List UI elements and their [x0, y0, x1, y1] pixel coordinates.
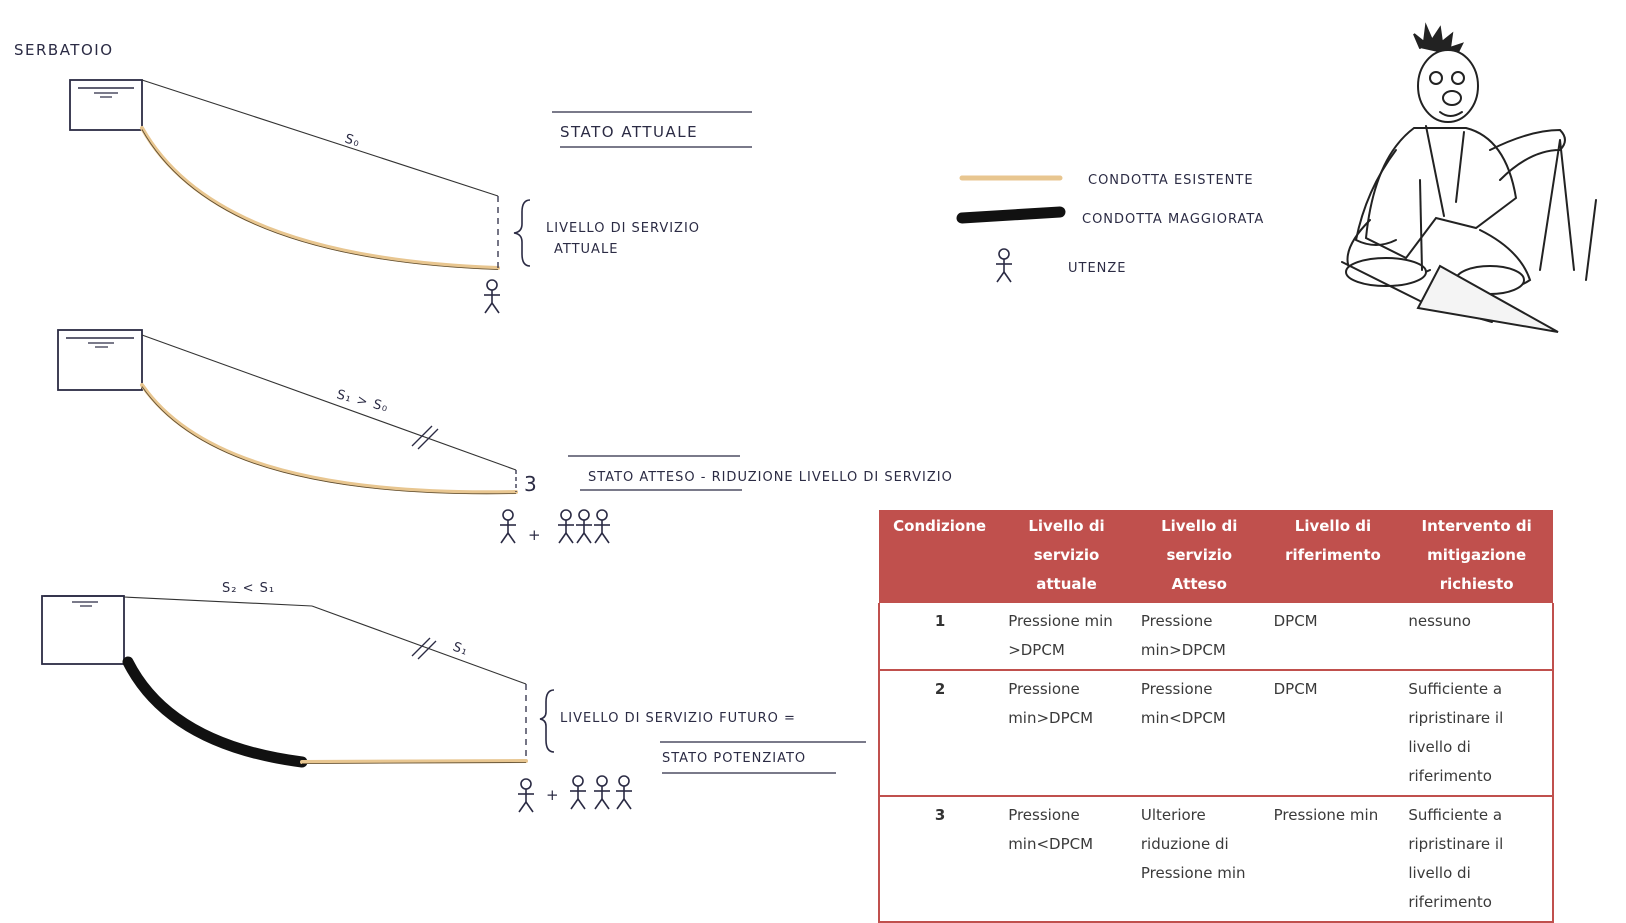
user-icon: [499, 509, 517, 544]
reservoir-tank: [69, 79, 143, 131]
user-icon: [575, 509, 593, 544]
table-row: 2 Pressione min>DPCM Pressione min<DPCM …: [877, 670, 1554, 797]
state-current-title: STATO ATTUALE: [560, 123, 698, 141]
upgraded-pipe: [122, 656, 308, 768]
user-icon: [593, 775, 611, 810]
user-icon: [995, 248, 1013, 283]
existing-pipe: [140, 383, 518, 495]
cell-condizione: 3: [877, 796, 1001, 923]
cell-condizione: 2: [877, 670, 1001, 797]
user-icon: [569, 775, 587, 810]
existing-pipe: [140, 126, 500, 270]
users-plus: +: [528, 526, 542, 544]
cell-livello-atteso: Pressione min>DPCM: [1132, 603, 1266, 671]
cell-intervento: Sufficiente a ripristinare il livello di…: [1400, 670, 1554, 797]
piezometric-line: [141, 79, 499, 197]
cell-intervento: nessuno: [1400, 603, 1554, 671]
brace: [513, 199, 531, 267]
state-expected-title: STATO ATTESO - RIDUZIONE LIVELLO DI SERV…: [588, 470, 953, 485]
user-icon: [517, 778, 535, 813]
diagram-current-state: S₀ LIVELLO DI SERVIZIO ATTUALE STATO ATT…: [69, 79, 752, 314]
cell-livello-riferimento: DPCM: [1265, 603, 1401, 671]
reservoir-label: SERBATOIO: [14, 41, 114, 59]
service-level-current-line2: ATTUALE: [554, 242, 618, 257]
header-livello-attuale: Livello di servizio attuale: [1000, 510, 1133, 603]
header-intervento: Intervento di mitigazione richiesto: [1400, 510, 1553, 603]
diagram-expected-state: S₁ > S₀ 3 STATO ATTESO - RIDUZIONE LIVEL…: [57, 329, 953, 544]
cell-livello-riferimento: Pressione min: [1265, 796, 1401, 923]
legend-label-users: UTENZE: [1068, 261, 1127, 276]
legend-label-upgraded: CONDOTTA MAGGIORATA: [1082, 212, 1264, 227]
state-future-line2: STATO POTENZIATO: [662, 751, 806, 766]
sketch-canvas: SERBATOIO S₀ LIVELLO DI SERVIZIO ATTUALE…: [14, 22, 1597, 813]
cell-livello-atteso: Pressione min<DPCM: [1132, 670, 1266, 797]
user-icon: [483, 279, 501, 314]
slope-s2-lt-s1-label: S₂ < S₁: [222, 581, 275, 596]
table-header-row: Condizione Livello di servizio attuale L…: [879, 510, 1553, 603]
slope-s1-label: S₁: [451, 640, 471, 659]
piezometric-line: [123, 596, 313, 607]
diagram-future-state: S₂ < S₁ S₁ LIVELLO DI SERVIZIO FUTURO = …: [41, 581, 866, 813]
engineer-cartoon-illustration: [1341, 22, 1597, 333]
header-livello-atteso: Livello di servizio Atteso: [1132, 510, 1266, 603]
user-icon: [593, 509, 611, 544]
header-condizione: Condizione: [879, 510, 1001, 603]
mitigation-table: Condizione Livello di servizio attuale L…: [877, 510, 1554, 923]
legend: CONDOTTA ESISTENTE CONDOTTA MAGGIORATA U…: [956, 173, 1264, 283]
cell-livello-riferimento: DPCM: [1265, 670, 1401, 797]
users-plus: +: [546, 786, 560, 804]
cell-intervento: Sufficiente a ripristinare il livello di…: [1400, 796, 1554, 923]
slope-s0-label: S₀: [343, 132, 362, 151]
piezometric-line: [141, 334, 517, 471]
cell-livello-attuale: Pressione min>DPCM: [1000, 670, 1133, 797]
header-livello-riferimento: Livello di riferimento: [1265, 510, 1401, 603]
table-row: 3 Pressione min<DPCM Ulteriore riduzione…: [877, 796, 1554, 923]
service-level-current-line1: LIVELLO DI SERVIZIO: [546, 221, 700, 236]
reservoir-tank: [57, 329, 143, 391]
state-future-line1: LIVELLO DI SERVIZIO FUTURO =: [560, 711, 796, 726]
brace-3: 3: [524, 472, 538, 496]
user-icon: [615, 775, 633, 810]
piezometric-line: [311, 605, 527, 685]
cell-livello-attuale: Pressione min >DPCM: [1000, 603, 1133, 671]
slope-s1-gt-s0-label: S₁ > S₀: [335, 387, 390, 415]
user-icon: [557, 509, 575, 544]
cell-livello-atteso: Ulteriore riduzione di Pressione min: [1132, 796, 1266, 923]
legend-label-existing: CONDOTTA ESISTENTE: [1088, 173, 1254, 188]
table-row: 1 Pressione min >DPCM Pressione min>DPCM…: [877, 603, 1554, 671]
legend-swatch-upgraded: [956, 206, 1066, 224]
existing-pipe: [300, 759, 528, 764]
brace: [539, 689, 555, 753]
cell-condizione: 1: [877, 603, 1001, 671]
cell-livello-attuale: Pressione min<DPCM: [1000, 796, 1133, 923]
